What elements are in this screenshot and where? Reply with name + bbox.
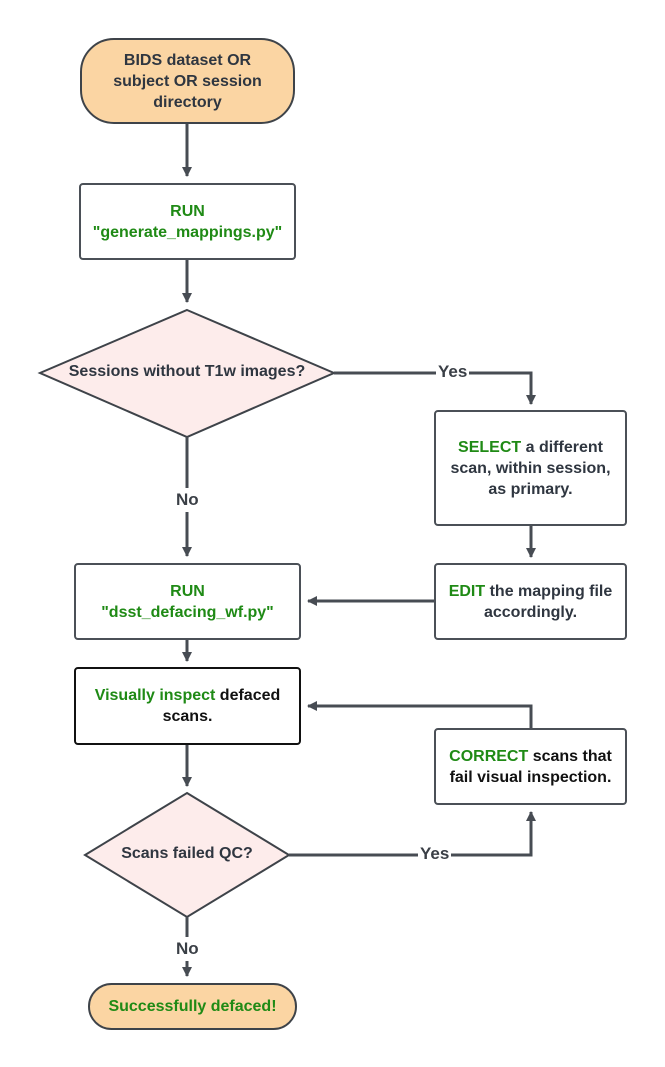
run-generate-script: "generate_mappings.py" [92, 223, 283, 241]
arrow-correct-to-inspect [307, 701, 533, 728]
run-defacing-step: RUN "dsst_defacing_wf.py" [74, 563, 301, 640]
correct-verb: CORRECT [449, 747, 529, 765]
start-terminal: BIDS dataset OR subject OR session direc… [80, 38, 295, 124]
edit-verb: EDIT [448, 582, 486, 600]
select-scan-line-1: SELECT a different [458, 437, 603, 458]
inspect-line-1: Visually inspect defaced [95, 685, 281, 706]
inspect-line-2: scans. [162, 708, 213, 725]
correct-scans-step: CORRECT scans that fail visual inspectio… [434, 728, 627, 805]
arrow-decision-yes-to-select [334, 371, 536, 405]
select-scan-step: SELECT a different scan, within session,… [434, 410, 627, 526]
run-defacing-script: "dsst_defacing_wf.py" [101, 603, 274, 621]
correct-line-2: fail visual inspection. [449, 768, 612, 786]
edit-mapping-line-2: accordingly. [483, 603, 578, 621]
start-line-1: BIDS dataset OR [123, 51, 252, 69]
select-rest: a different [521, 438, 603, 456]
decision-t1w-text: Sessions without T1w images? [68, 363, 306, 380]
decision-qc-yes-label: Yes [418, 844, 452, 864]
visual-inspect-step: Visually inspect defaced scans. [74, 667, 301, 745]
correct-line-1: CORRECT scans that [449, 746, 612, 767]
correct-rest: scans that [528, 747, 612, 765]
select-scan-line-3: as primary. [488, 480, 573, 498]
edit-mapping-step: EDIT the mapping file accordingly. [434, 563, 627, 640]
edit-rest: the mapping file [485, 582, 613, 600]
run-generate-verb: RUN [170, 202, 205, 220]
inspect-verb: Visually inspect [94, 687, 216, 704]
arrow-decision-qc-yes-to-correct [289, 811, 536, 857]
select-scan-line-2: scan, within session, [450, 459, 611, 477]
decision-t1w-no-label: No [175, 488, 200, 512]
run-defacing-verb: RUN [170, 582, 205, 600]
decision-qc-text: Scans failed QC? [121, 845, 253, 862]
decision-qc-no-label: No [175, 937, 200, 961]
select-verb: SELECT [458, 438, 522, 456]
run-generate-mappings-step: RUN "generate_mappings.py" [79, 183, 296, 260]
inspect-rest: defaced [215, 687, 281, 704]
start-line-2: subject OR session [113, 72, 262, 90]
edit-mapping-line-1: EDIT the mapping file [449, 581, 613, 602]
end-terminal: Successfully defaced! [88, 983, 297, 1030]
decision-t1w-yes-label: Yes [436, 362, 470, 382]
start-line-3: directory [153, 93, 222, 111]
end-text: Successfully defaced! [108, 998, 277, 1015]
